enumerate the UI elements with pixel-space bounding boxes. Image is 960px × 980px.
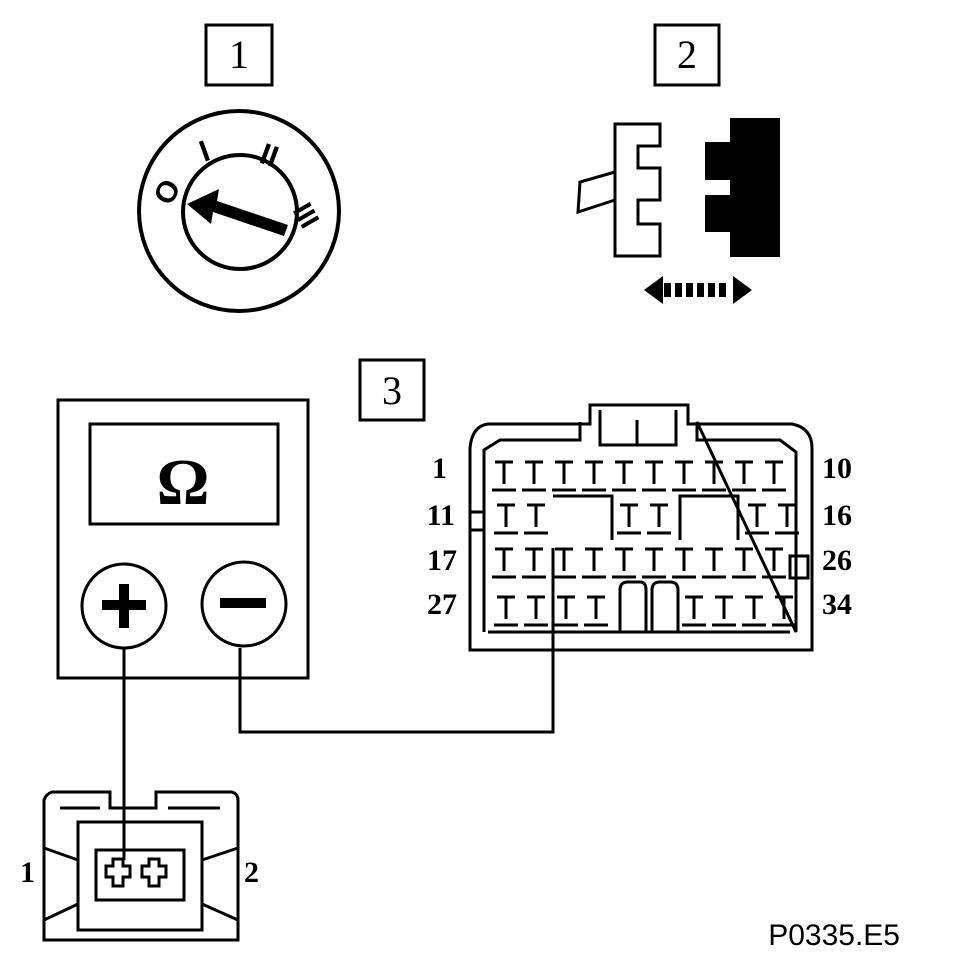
main-connector: 1 11 17 27 10 16 26 34 xyxy=(427,403,852,652)
pin-mark xyxy=(525,547,543,571)
sensor-pin-label-2: 2 xyxy=(244,856,259,889)
minus-terminal xyxy=(200,560,288,648)
pin-mark xyxy=(527,503,545,527)
pin-mark xyxy=(765,460,783,484)
figure-code: P0335.E5 xyxy=(768,919,900,952)
ohmmeter: Ω xyxy=(56,398,310,680)
step-label-3: 3 xyxy=(382,368,402,413)
pin-icon xyxy=(104,857,132,888)
pin-mark xyxy=(620,503,638,527)
pin-mark xyxy=(645,547,663,571)
pin-mark xyxy=(555,547,573,571)
pin-label-27: 27 xyxy=(427,588,457,621)
key-arrow-icon xyxy=(187,189,288,236)
pin-label-26: 26 xyxy=(822,544,852,577)
pin-mark xyxy=(735,460,753,484)
pin-label-34: 34 xyxy=(822,588,852,621)
pin-icon xyxy=(140,857,168,888)
pin-mark xyxy=(495,460,513,484)
pin-label-17: 17 xyxy=(427,544,457,577)
ignition-switch-icon: O I II III xyxy=(137,109,341,313)
pin-mark xyxy=(685,595,703,619)
pin-label-16: 16 xyxy=(822,499,852,532)
pin-mark xyxy=(555,460,573,484)
pin-label-10: 10 xyxy=(822,452,852,485)
sensor-connector: 1 2 xyxy=(20,790,259,942)
pin-mark xyxy=(645,460,663,484)
step-label-2: 2 xyxy=(677,32,697,77)
pin-mark xyxy=(748,503,766,527)
pin-mark xyxy=(495,547,513,571)
pin-mark xyxy=(675,547,693,571)
pin-mark xyxy=(615,547,633,571)
pin-mark xyxy=(705,547,723,571)
step-label-box-3: 3 xyxy=(358,358,426,422)
pin-mark xyxy=(527,595,545,619)
step-label-box-1: 1 xyxy=(204,23,274,87)
pin-mark xyxy=(557,595,575,619)
ignition-position-1: I xyxy=(195,135,214,169)
step-label-1: 1 xyxy=(229,32,249,77)
pin-mark xyxy=(745,595,763,619)
plus-terminal xyxy=(80,562,168,650)
ignition-position-3: III xyxy=(287,198,326,234)
double-arrow-icon xyxy=(644,276,752,304)
pin-mark xyxy=(675,460,693,484)
pin-mark xyxy=(497,595,515,619)
pin-mark xyxy=(705,460,723,484)
step-label-box-2: 2 xyxy=(653,23,721,87)
pin-label-1: 1 xyxy=(432,452,447,485)
pin-mark xyxy=(775,595,793,619)
ohm-symbol: Ω xyxy=(157,446,210,519)
pin-mark xyxy=(650,503,668,527)
pin-mark xyxy=(735,547,753,571)
sensor-pin-label-1: 1 xyxy=(20,856,35,889)
pin-mark xyxy=(585,460,603,484)
pin-mark xyxy=(587,595,605,619)
connector-disconnect-icon xyxy=(576,118,780,304)
minus-icon xyxy=(220,598,266,608)
pin-mark xyxy=(715,595,733,619)
pin-mark xyxy=(765,547,783,571)
pin-mark xyxy=(585,547,603,571)
pin-mark xyxy=(778,503,796,527)
pin-marks xyxy=(492,460,799,627)
pin-mark xyxy=(497,503,515,527)
pin-mark xyxy=(615,460,633,484)
probe-wires xyxy=(122,548,555,860)
pin-label-11: 11 xyxy=(427,499,455,532)
pin-mark xyxy=(525,460,543,484)
